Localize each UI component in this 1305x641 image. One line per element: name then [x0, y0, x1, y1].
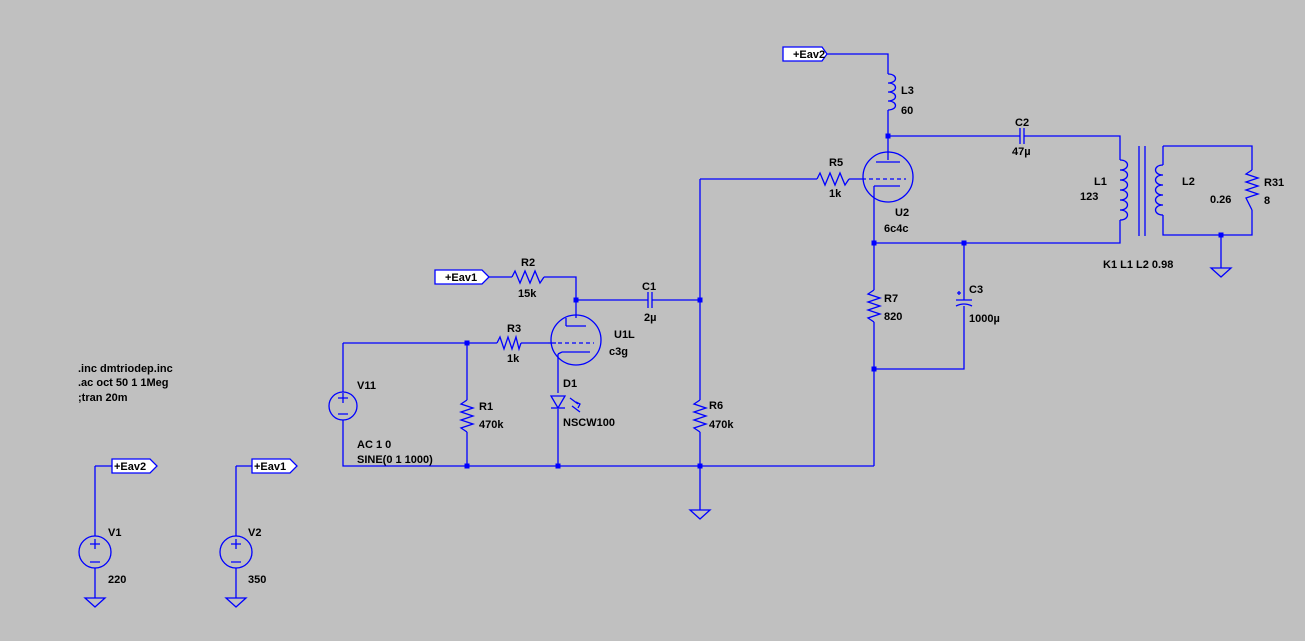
svg-text:R2: R2 [521, 257, 535, 269]
svg-text:R31: R31 [1264, 177, 1284, 189]
svg-text:V11: V11 [357, 380, 376, 392]
flag-eav1-v2: +Eav1 [251, 458, 298, 474]
capacitor-c3: C3 1000µ [955, 284, 1000, 325]
resistor-r5: R5 1k [816, 157, 850, 200]
svg-text:.inc dmtriodep.inc: .inc dmtriodep.inc [78, 363, 173, 375]
spice-directives: .inc dmtriodep.inc .ac oct 50 1 1Meg ;tr… [78, 363, 173, 404]
svg-text:V2: V2 [248, 527, 261, 539]
svg-text:C3: C3 [969, 284, 983, 296]
triode-u2: U2 6c4c [862, 151, 914, 235]
svg-text:C1: C1 [642, 281, 656, 293]
svg-text:c3g: c3g [609, 346, 628, 358]
svg-text:8: 8 [1264, 195, 1270, 207]
svg-text:350: 350 [248, 574, 266, 586]
resistor-r7: R7 820 [865, 289, 902, 323]
resistor-r31: R31 8 [1243, 169, 1284, 211]
svg-text:470k: 470k [479, 419, 504, 431]
svg-text:1k: 1k [829, 188, 842, 200]
svg-text:1000µ: 1000µ [969, 313, 1000, 325]
svg-text:U1L: U1L [614, 329, 635, 341]
flag-eav2-top: +Eav2 [782, 46, 828, 62]
inductor-l1: L1 123 [1080, 159, 1129, 221]
svg-text:820: 820 [884, 311, 902, 323]
svg-text:V1: V1 [108, 527, 121, 539]
svg-text:6c4c: 6c4c [884, 223, 908, 235]
resistor-r2: R2 15k [511, 257, 545, 300]
svg-text:.ac oct 50 1 1Meg: .ac oct 50 1 1Meg [78, 377, 169, 389]
svg-text:;tran 20m: ;tran 20m [78, 392, 128, 404]
svg-text:AC 1 0: AC 1 0 [357, 439, 391, 451]
svg-text:60: 60 [901, 105, 913, 117]
resistor-r1: R1 470k [458, 399, 504, 433]
svg-text:L1: L1 [1094, 176, 1107, 188]
svg-text:R6: R6 [709, 400, 723, 412]
ground-symbols [83, 267, 1233, 608]
capacitor-c1: C1 2µ [642, 281, 658, 324]
svg-text:+Eav2: +Eav2 [114, 461, 146, 473]
svg-text:D1: D1 [563, 378, 577, 390]
svg-text:123: 123 [1080, 191, 1098, 203]
svg-text:+Eav2: +Eav2 [793, 49, 825, 61]
source-v2: V2 350 [219, 527, 266, 586]
svg-text:R3: R3 [507, 323, 521, 335]
svg-text:2µ: 2µ [644, 312, 656, 324]
inductor-l3: L3 60 [887, 73, 914, 117]
capacitor-c2: C2 47µ [1012, 117, 1031, 158]
svg-text:U2: U2 [895, 207, 909, 219]
svg-text:R1: R1 [479, 401, 493, 413]
inductor-l2: L2 0.26 [1154, 164, 1231, 216]
svg-text:SINE(0 1 1000): SINE(0 1 1000) [357, 454, 433, 466]
triode-u1: U1L c3g [548, 314, 635, 366]
svg-text:+Eav1: +Eav1 [445, 272, 477, 284]
svg-text:R7: R7 [884, 293, 898, 305]
resistor-r6: R6 470k [691, 399, 734, 433]
svg-text:NSCW100: NSCW100 [563, 417, 615, 429]
diode-d1: D1 NSCW100 [549, 378, 615, 429]
svg-text:+Eav1: +Eav1 [254, 461, 286, 473]
svg-text:15k: 15k [518, 288, 537, 300]
transformer-core [1138, 146, 1146, 236]
source-v11: V11 AC 1 0 SINE(0 1 1000) [328, 380, 433, 466]
flag-eav2-v1: +Eav2 [111, 458, 158, 474]
source-v1: V1 220 [78, 527, 126, 586]
svg-text:0.26: 0.26 [1210, 194, 1231, 206]
flag-eav1-mid: +Eav1 [434, 269, 490, 285]
svg-text:L2: L2 [1182, 176, 1195, 188]
svg-text:220: 220 [108, 574, 126, 586]
junction-dots [464, 133, 1224, 469]
resistor-r3: R3 1k [496, 323, 522, 365]
svg-text:1k: 1k [507, 353, 520, 365]
wires [94, 53, 1253, 598]
svg-text:L3: L3 [901, 85, 914, 97]
svg-text:47µ: 47µ [1012, 146, 1031, 158]
svg-text:470k: 470k [709, 419, 734, 431]
svg-text:R5: R5 [829, 157, 843, 169]
svg-text:C2: C2 [1015, 117, 1029, 129]
coupling-directive: K1 L1 L2 0.98 [1103, 259, 1173, 271]
